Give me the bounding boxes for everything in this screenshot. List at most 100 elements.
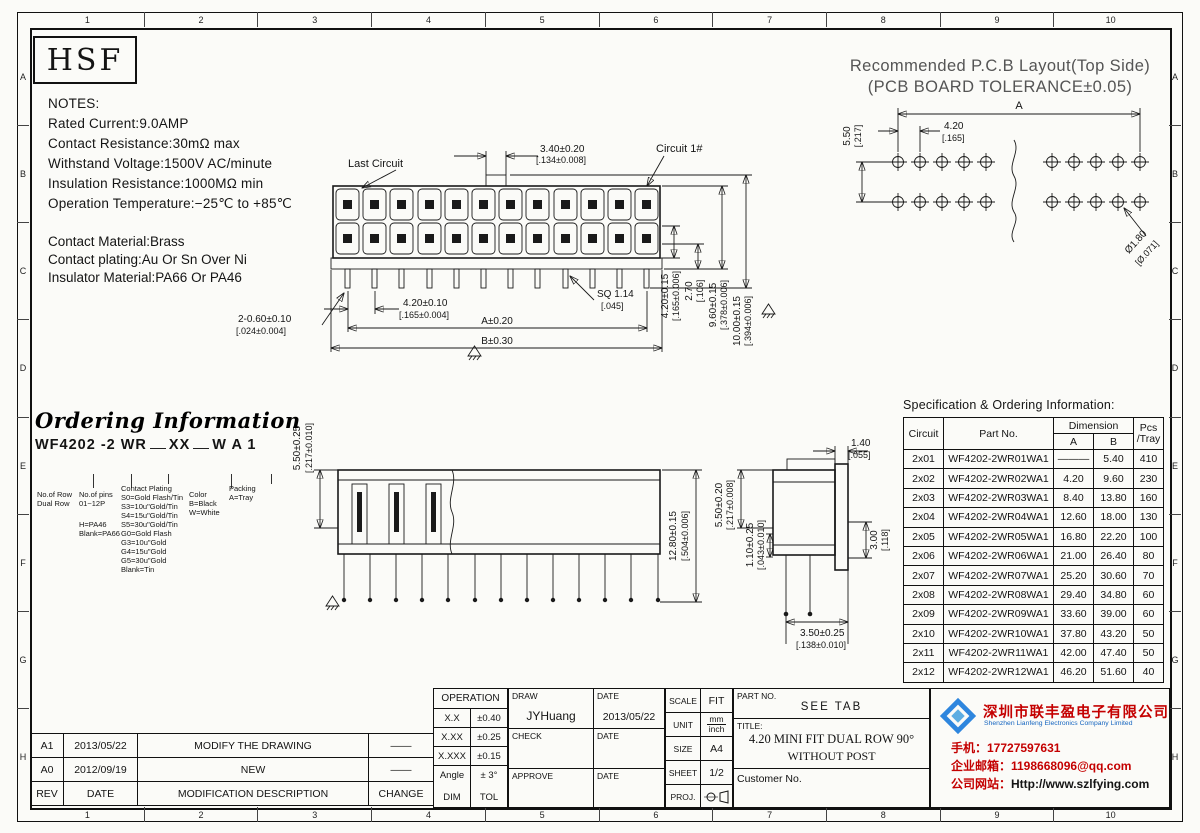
spec-table-row: 2x01 WF4202-2WR01WA1 ——— 5.40 410 [903,448,1165,470]
note-line: Contact Resistance:30mΩ max [48,136,240,151]
col-header-circuit: Circuit [903,417,944,450]
col-header-b: B [1092,433,1135,450]
ruler-label: 5 [486,807,600,822]
note-line: Withstand Voltage:1500V AC/minute [48,156,273,171]
part-no-row: PART NO. SEE TAB [734,689,929,719]
cell-circuit: 2x04 [903,507,944,528]
cell-circuit: 2x06 [903,545,944,567]
cell-pcs: 130 [1133,507,1165,528]
tolerance-row: X.X ±0.40 [434,709,507,728]
scale-label: SCALE [666,689,701,712]
part-code-base: WF4202 -2 WR [35,437,147,453]
cell-part-no: WF4202-2WR04WA1 [943,507,1054,528]
hsf-logo-text: HSF [46,42,124,78]
scale-value: FIT [708,694,725,707]
col-header-change: CHANGE [368,781,434,806]
dim-label: [.055] [848,450,871,460]
ruler-label: 6 [600,12,714,27]
col-header-pcs: Pcs/Tray [1133,417,1165,450]
spec-table-row: 2x06 WF4202-2WR06WA1 21.00 26.40 80 [903,545,1165,567]
leader-line [231,474,232,488]
option-label: No.of Row [37,490,73,499]
company-name-en: Shenzhen Lianfeng Electronics Company Li… [984,720,1133,727]
cell-dim-b: 26.40 [1092,545,1135,567]
projection-row: PROJ. [666,785,732,809]
cell-dim-b: 13.80 [1092,487,1135,509]
size-row: SIZE A4 [666,737,732,761]
leader-line [93,474,94,488]
tolerance-block: OPERATION X.X ±0.40 X.XX ±0.25 X.XXX ±0.… [433,688,508,810]
cell-circuit: 2x07 [903,565,944,586]
option-value: S3=10u"Gold/Tin [121,502,178,511]
cell-part-no: WF4202-2WR08WA1 [943,584,1054,606]
dim-label: 5.50 [842,126,853,146]
check-row: CHECK DATE [509,729,664,769]
spec-table-row: 2x03 WF4202-2WR03WA1 8.40 13.80 160 [903,487,1165,509]
hsf-logo: HSF [33,36,137,84]
dim-label: 2.70 [684,281,695,301]
ruler-label: 3 [258,12,373,27]
company-email: 企业邮箱：1198668096@qq.com [951,759,1132,773]
spec-table-row: 2x09 WF4202-2WR09WA1 33.60 39.00 60 [903,604,1165,625]
ruler-label: 3 [258,807,373,822]
ordering-title: Ordering Information [35,408,301,433]
cell-dim-b: 34.80 [1092,584,1135,606]
dim-label: 12.80±0.15 [668,511,679,561]
dim-label: 5.50±0.20 [714,482,725,527]
dim-label: 3.40±0.20 [540,144,585,155]
ruler-label: A [17,29,29,127]
title-row: TITLE: 4.20 MINI FIT DUAL ROW 90° WITHOU… [734,719,929,769]
option-label: Contact Plating [121,484,172,493]
last-circuit-label: Last Circuit [348,158,403,170]
specification-table: Circuit Part No. Dimension Pcs/Tray A B … [903,417,1165,683]
part-code-line [193,437,210,449]
section-view-drawing: 5.50±0.25 [.217±0.010] 12.80±0.15 [.504±… [292,423,702,611]
material-line: Insulator Material:PA66 Or PA46 [48,270,242,285]
cell-dim-a: 25.20 [1053,565,1094,586]
cell-circuit: 2x12 [903,662,944,683]
col-header-date: DATE [63,781,138,806]
cell-dim-a: 16.80 [1053,526,1094,547]
cell-circuit: 2x03 [903,487,944,509]
spec-table-row: 2x02 WF4202-2WR02WA1 4.20 9.60 230 [903,468,1165,489]
ruler-label: 6 [600,807,714,822]
cell-part-no: WF4202-2WR12WA1 [943,662,1054,683]
tolerance-value: ± 3° [480,769,498,781]
part-code-line [149,437,166,449]
ruler-label: 8 [827,807,941,822]
part-title-block: PART NO. SEE TAB TITLE: 4.20 MINI FIT DU… [733,688,930,808]
cell-dim-b: 18.00 [1092,507,1135,528]
ruler-label: E [1169,418,1181,515]
cell-rev: A0 [30,757,64,782]
tolerance-value: ±0.40 [477,712,501,724]
cell-part-no: WF4202-2WR03WA1 [943,487,1054,509]
cell-circuit: 2x10 [903,623,944,644]
sheet-value: 1/2 [709,766,724,779]
dim-label: 4.20±0.15 [660,273,671,318]
col-header-description: MODIFICATION DESCRIPTION [137,781,369,806]
ruler-label: D [17,320,29,418]
ruler-label: F [1169,515,1181,612]
cell-dim-a: 4.20 [1053,468,1094,489]
date-label: DATE [597,731,620,741]
inner-border [30,28,1172,810]
spec-table-row: 2x10 WF4202-2WR10WA1 37.80 43.20 50 [903,623,1165,644]
unit-label: UNIT [666,713,701,736]
ruler-label: E [17,418,29,515]
cell-dim-a: 12.60 [1053,507,1094,528]
cell-part-no: WF4202-2WR07WA1 [943,565,1054,586]
option-value: G3=10u"Gold [121,538,167,547]
option-value: W=White [189,508,220,517]
cell-dim-a: 8.40 [1053,487,1094,509]
note-line: Rated Current:9.0AMP [48,116,189,131]
cell-dim-b: 22.20 [1092,526,1135,547]
tolerance-footer: DIM TOL [434,784,507,810]
dim-label: [.106] [695,280,705,303]
company-phone: 手机：17727597631 [951,741,1061,755]
